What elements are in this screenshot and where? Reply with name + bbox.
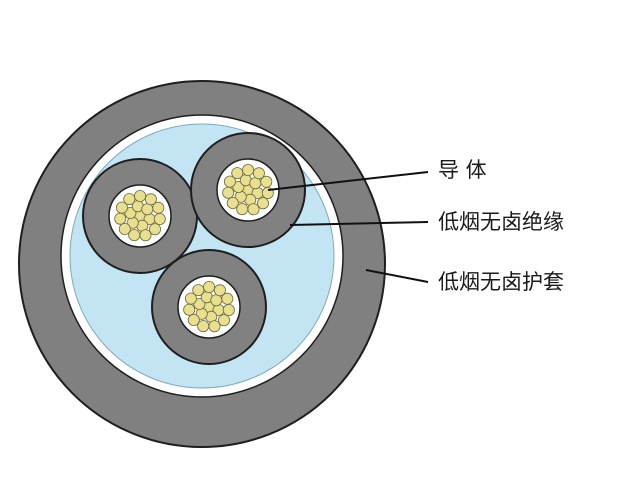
conductor-strand (139, 229, 152, 242)
conductor-strand (232, 180, 245, 193)
leader-line-sheath (365, 269, 429, 283)
core-1 (82, 158, 198, 274)
conductor-strand (223, 175, 236, 188)
conductor-strand (203, 280, 216, 293)
conductor-strand (231, 167, 244, 180)
conductor-strand (148, 223, 161, 236)
conductor-strand (213, 284, 226, 297)
conductor-strand (184, 292, 197, 305)
core-3 (151, 249, 267, 365)
label-insulation: 低烟无卤绝缘 (438, 210, 564, 234)
conductor-strand (128, 229, 141, 242)
conductor-strand (247, 203, 260, 216)
conductor-strand (208, 320, 221, 333)
conductor-strand (242, 163, 255, 176)
conductor-strand (217, 314, 230, 327)
conductor-strand (114, 212, 127, 225)
conductor-strand (134, 189, 147, 202)
conductor-strand (260, 175, 273, 188)
conductor-strand (197, 320, 210, 333)
leader-line-insulation (289, 221, 429, 226)
conductor-strand (226, 196, 239, 209)
label-sheath: 低烟无卤护套 (438, 270, 564, 294)
conductor-strand (222, 186, 235, 199)
conductor-strand (193, 297, 206, 310)
core-2 (190, 132, 306, 248)
conductor-strand (118, 222, 131, 235)
conductor-strand (123, 193, 136, 206)
label-conductor: 导 体 (438, 158, 487, 182)
conductor-strand (152, 201, 165, 214)
conductor-strand (183, 303, 196, 316)
leader-line-conductor (267, 171, 429, 191)
conductor-strand (124, 206, 137, 219)
conductor-strand (221, 292, 234, 305)
conductor-strand (144, 193, 157, 206)
conductor-strand (115, 201, 128, 214)
conductor-strand (222, 303, 235, 316)
conductor-strand (187, 313, 200, 326)
conductor-strand (192, 284, 205, 297)
conductor-strand (252, 167, 265, 180)
conductor-strand (236, 203, 249, 216)
conductor-strand (256, 197, 269, 210)
conductor-strand (153, 212, 166, 225)
